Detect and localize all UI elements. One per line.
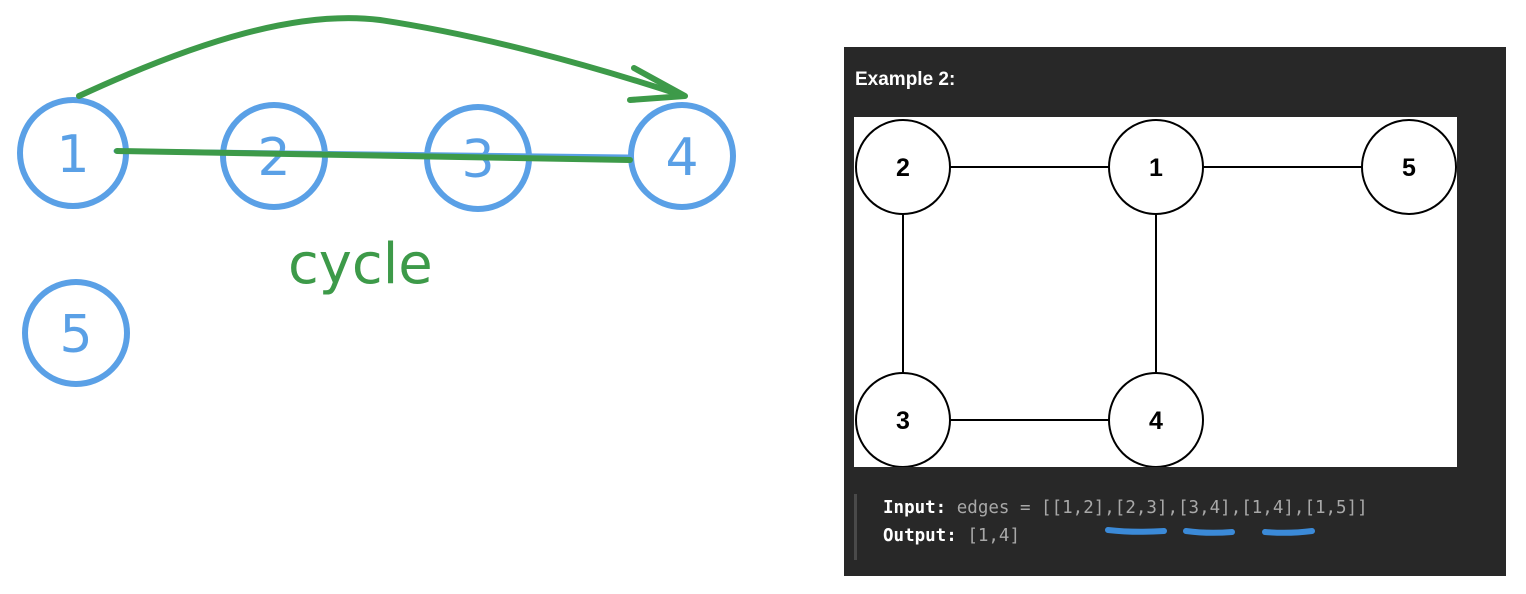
- sketch-node-4: 4: [628, 102, 736, 210]
- sketch-cycle-line: [114, 148, 633, 163]
- example-code-block: Input: edges = [[1,2],[2,3],[3,4],[1,4],…: [854, 494, 1497, 560]
- sketch-node-5-label: 5: [59, 305, 92, 365]
- output-value: [1,4]: [967, 526, 1020, 546]
- output-label: Output:: [883, 526, 957, 546]
- sketch-cycle-arc: [76, 15, 687, 99]
- sketch-node-2: 2: [220, 102, 328, 210]
- hand-drawn-sketch: 1 2 3 4 5 cycle: [17, 15, 736, 387]
- graph-node-5-label: 5: [1402, 154, 1416, 182]
- graph-node-5: 5: [1361, 119, 1457, 215]
- graph-illustration: 2 1 5 3 4: [854, 117, 1457, 468]
- sketch-node-5: 5: [22, 279, 130, 387]
- graph-node-2-label: 2: [896, 154, 910, 182]
- arrowhead-icon: [627, 65, 688, 103]
- sketch-node-2-label: 2: [257, 128, 290, 188]
- graph-node-4: 4: [1108, 372, 1204, 468]
- input-label: Input:: [883, 498, 947, 518]
- sketch-node-4-label: 4: [665, 128, 698, 188]
- cycle-annotation: cycle: [288, 232, 433, 297]
- example-title: Example 2:: [855, 69, 956, 90]
- input-value: edges = [[1,2],[2,3],[3,4],[1,4],[1,5]]: [956, 498, 1368, 518]
- sketch-node-1-label: 1: [56, 125, 89, 185]
- graph-node-3: 3: [855, 372, 951, 468]
- graph-svg: 2 1 5 3 4: [855, 119, 1457, 468]
- graph-node-3-label: 3: [896, 407, 910, 435]
- graph-node-1: 1: [1108, 119, 1204, 215]
- sketch-node-1: 1: [17, 97, 129, 209]
- graph-node-2: 2: [855, 119, 951, 215]
- example-panel: Example 2: 2 1 5: [844, 47, 1506, 576]
- output-line: Output: [1,4]: [883, 526, 1020, 546]
- input-line: Input: edges = [[1,2],[2,3],[3,4],[1,4],…: [883, 498, 1368, 518]
- graph-node-1-label: 1: [1149, 154, 1163, 182]
- graph-node-4-label: 4: [1149, 407, 1163, 435]
